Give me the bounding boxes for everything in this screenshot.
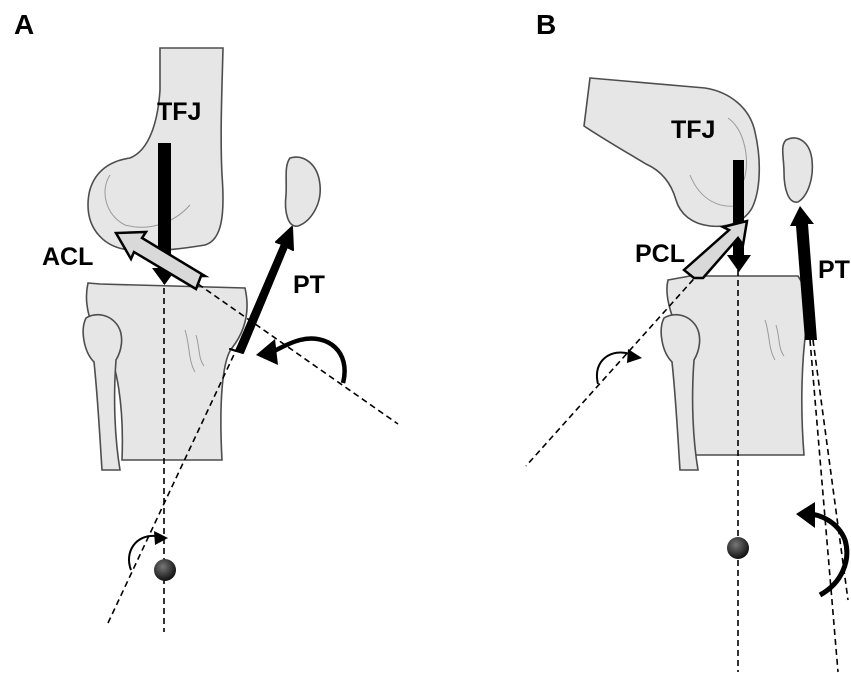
panel-a-pivot-point [154, 559, 176, 581]
panel-b-pt-line-of-action-2 [813, 340, 848, 600]
panel-b-pt-label: PT [818, 256, 850, 284]
panel-a-pt-label: PT [293, 271, 325, 299]
panel-a-letter: A [14, 9, 34, 40]
panel-b-tfj-label: TFJ [671, 116, 715, 144]
panel-b-letter: B [536, 9, 556, 40]
panel-a-tfj-label: TFJ [157, 98, 201, 126]
panel-a-moment-arrow [256, 339, 345, 383]
panel-b-pivot-point [727, 537, 749, 559]
panel-a-patella [286, 157, 321, 226]
panel-a: A TFJ [14, 9, 398, 632]
panel-a-femur [88, 48, 223, 251]
panel-a-fibula [83, 315, 121, 470]
panel-b-moment-arrow [796, 502, 847, 595]
panel-a-acl-label: ACL [42, 243, 93, 271]
panel-b-femur [584, 78, 759, 226]
panel-b: B [526, 9, 850, 672]
panel-b-patella [783, 138, 813, 202]
panel-b-pcl-label: PCL [635, 240, 685, 268]
